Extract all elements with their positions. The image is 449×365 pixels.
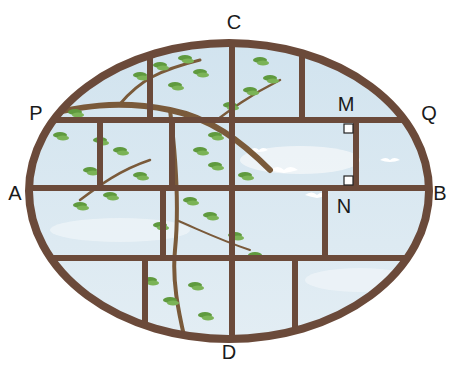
point-label: Q: [421, 103, 437, 123]
right-angle-mark: [344, 124, 353, 133]
right-angle-mark: [344, 176, 353, 185]
point-label: P: [29, 103, 42, 123]
point-label: C: [227, 12, 241, 32]
point-label: M: [338, 94, 355, 114]
point-label: D: [222, 342, 236, 362]
point-label: B: [433, 183, 446, 203]
point-label: N: [337, 196, 351, 216]
point-label: A: [8, 183, 21, 203]
